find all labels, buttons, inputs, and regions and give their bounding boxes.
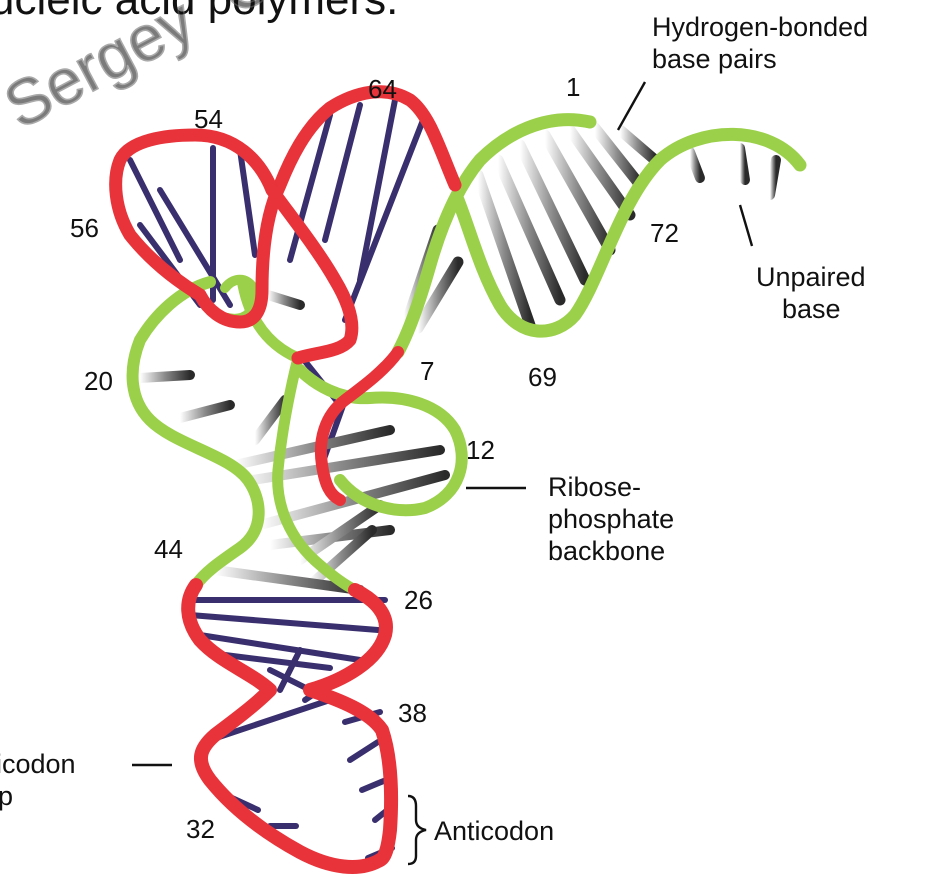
leader-hydrogen-bonded [618,82,645,130]
num-26: 26 [404,585,433,615]
num-54: 54 [194,104,223,134]
num-20: 20 [84,366,113,396]
t-arm-stem-outer [272,190,352,358]
label-anticodon: Anticodon [434,816,554,846]
anticodon-brace [408,796,426,864]
backbone [116,92,800,867]
label-base-pairs: base pairs [652,44,777,74]
label-backbone: backbone [548,536,665,566]
num-7: 7 [420,356,434,386]
num-69: 69 [528,362,557,392]
label-anticodon-loop-line1: icodon [0,749,76,779]
num-1: 1 [566,72,580,102]
leader-unpaired-base [740,205,752,246]
num-12: 12 [466,435,495,465]
label-unpaired: Unpaired [756,262,866,292]
num-32: 32 [186,814,215,844]
label-ribose: Ribose- [548,472,641,502]
unpaired-base-stubs [690,148,776,195]
num-44: 44 [154,534,183,564]
num-38: 38 [398,698,427,728]
label-phosphate: phosphate [548,504,674,534]
label-hydrogen-bonded: Hydrogen-bonded [652,12,868,42]
num-56: 56 [70,213,99,243]
num-64: 64 [368,74,397,104]
num-72: 72 [650,218,679,248]
label-anticodon-loop-line2: p [0,781,13,811]
label-base: base [782,294,841,324]
